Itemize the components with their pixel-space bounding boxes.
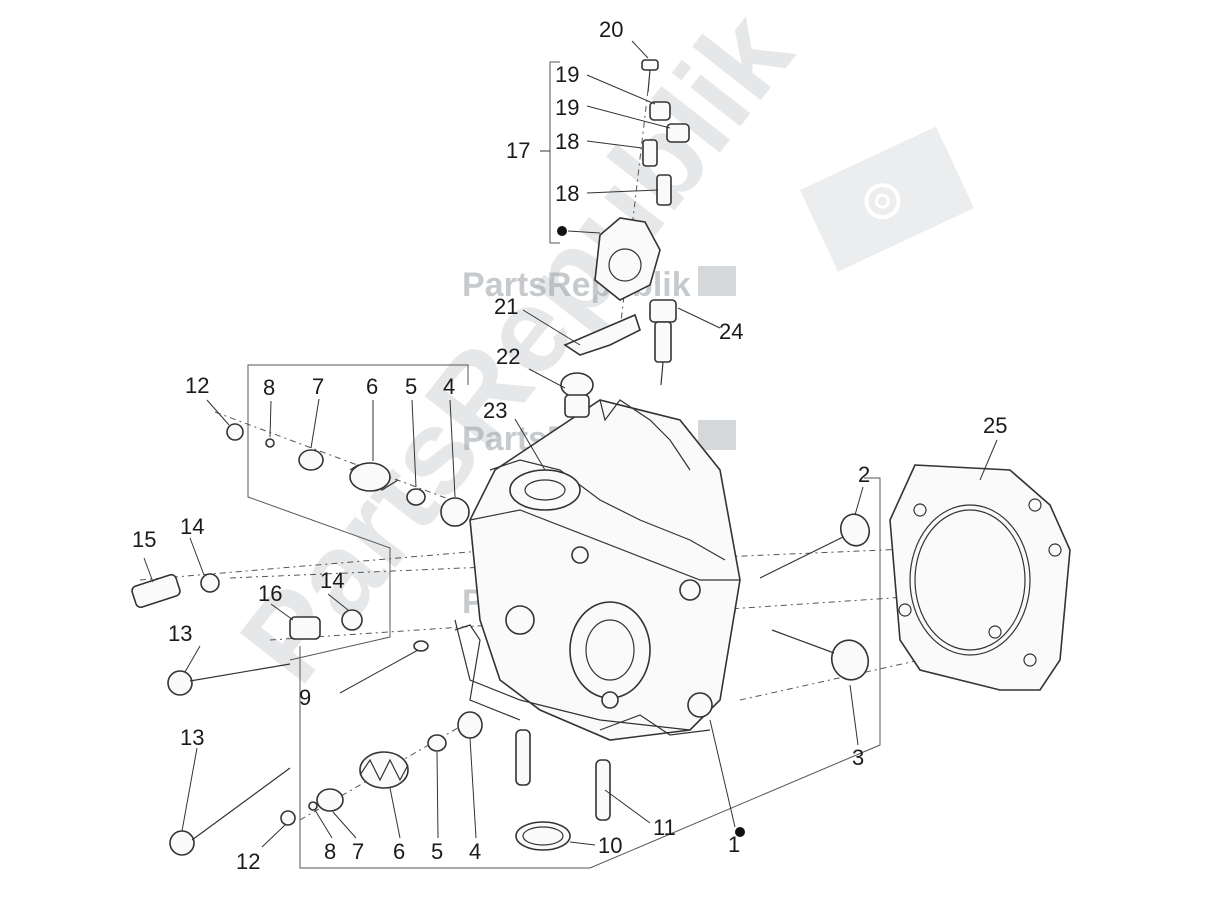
adjuster-18a	[642, 139, 658, 167]
seal-5a	[406, 488, 426, 506]
callout-16: 16	[258, 581, 282, 606]
washer-4a	[440, 497, 470, 527]
bush-16	[289, 616, 321, 640]
leader-lines	[143, 40, 998, 848]
callout-18: 18	[555, 129, 579, 154]
o-ring-10	[515, 821, 571, 851]
cylinder-head[interactable]	[454, 399, 741, 741]
callout-19: 19	[555, 62, 579, 87]
callout-4: 4	[469, 839, 481, 864]
washer-14a	[200, 573, 220, 593]
gear-icon	[698, 266, 736, 296]
callout-23: 23	[483, 398, 507, 423]
retainer-7a	[298, 449, 324, 471]
callout-11: 11	[653, 815, 676, 840]
temperature-sensor-24[interactable]	[649, 299, 677, 386]
callout-4: 4	[443, 374, 455, 399]
valve-spring-set-upper[interactable]	[226, 423, 470, 527]
callout-labels: 20 19 19 18 17 18 21 24 22 23 25 2 3 1 1…	[132, 17, 1007, 874]
callout-7: 7	[352, 839, 364, 864]
adjuster-18b	[656, 174, 672, 206]
bolt-13a-shank	[189, 663, 291, 682]
bracket-valve-upper	[247, 364, 469, 661]
washer-14b	[341, 609, 363, 631]
keeper-8b	[308, 801, 318, 811]
long-bolts[interactable]	[167, 663, 291, 856]
callout-13: 13	[180, 725, 204, 750]
dowel-11b	[595, 759, 611, 821]
cap-12b	[280, 810, 296, 826]
rocker-assembly[interactable]	[594, 59, 690, 301]
cap-12a	[226, 423, 244, 441]
valve-lower[interactable]	[771, 629, 874, 685]
dowel-11a	[515, 729, 531, 786]
washer-4b	[457, 711, 483, 739]
callout-2: 2	[858, 462, 870, 487]
cap-19a	[649, 101, 671, 121]
spring-6a-body	[349, 462, 391, 492]
valve-spring-set-lower[interactable]	[280, 711, 483, 826]
callout-9: 9	[299, 685, 311, 710]
rocker-arm-17	[594, 217, 661, 301]
callout-6: 6	[366, 374, 378, 399]
valve-upper[interactable]	[759, 510, 874, 579]
cap-19b	[666, 123, 690, 143]
thermostat-22[interactable]	[560, 372, 594, 418]
callout-5: 5	[405, 374, 417, 399]
callout-8: 8	[324, 839, 336, 864]
callout-19: 19	[555, 95, 579, 120]
watermark-flag	[800, 126, 974, 272]
callout-12: 12	[185, 373, 209, 398]
callout-20: 20	[599, 17, 623, 42]
spring-6b	[359, 751, 409, 789]
callout-12: 12	[236, 849, 260, 874]
callout-13: 13	[168, 621, 192, 646]
callout-18: 18	[555, 181, 579, 206]
callout-15: 15	[132, 527, 156, 552]
keeper-8a	[265, 438, 275, 448]
clip-21[interactable]	[563, 313, 641, 356]
dot-marker-group	[557, 226, 745, 837]
bolt-20-head	[641, 59, 659, 71]
gear-icon	[864, 183, 901, 220]
callout-14: 14	[320, 568, 344, 593]
callout-7: 7	[312, 374, 324, 399]
spacer-15	[131, 573, 181, 609]
callout-3: 3	[852, 745, 864, 770]
callout-10: 10	[598, 833, 622, 858]
callout-6: 6	[393, 839, 405, 864]
callout-21: 21	[494, 294, 518, 319]
callout-1: 1	[728, 832, 740, 857]
bolt-13a-head	[167, 670, 193, 696]
callout-24: 24	[719, 319, 743, 344]
bolt-20-shank	[647, 69, 651, 93]
bolt-13b-head	[169, 830, 195, 856]
dot-marker	[735, 827, 745, 837]
retainer-7b	[316, 788, 344, 812]
callout-17: 17	[506, 138, 530, 163]
group-brackets	[247, 61, 881, 869]
callout-5: 5	[431, 839, 443, 864]
gear-icon	[698, 420, 736, 450]
callout-25: 25	[983, 413, 1007, 438]
pin-9	[413, 640, 429, 652]
seal-5b	[427, 734, 447, 752]
spacers[interactable]	[131, 573, 363, 640]
bolt-13b-shank	[191, 767, 291, 841]
dot-marker	[557, 226, 567, 236]
head-gasket[interactable]	[889, 464, 1071, 691]
bracket-17	[549, 61, 560, 244]
callout-22: 22	[496, 344, 520, 369]
callout-14: 14	[180, 514, 204, 539]
callout-8: 8	[263, 375, 275, 400]
bracket-head-outline	[299, 477, 881, 869]
small-parts[interactable]	[413, 640, 611, 851]
